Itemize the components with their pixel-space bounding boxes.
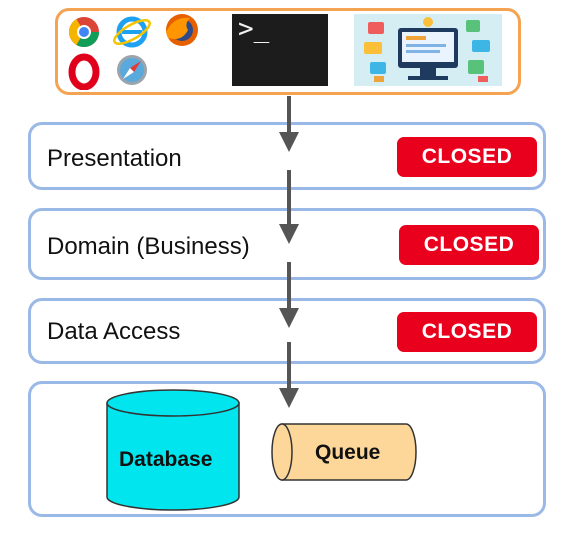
database-label: Database	[119, 448, 213, 471]
queue-cylinder	[271, 423, 417, 481]
chrome-icon	[68, 17, 99, 48]
internet-explorer-icon	[113, 16, 151, 48]
domain-status-badge: CLOSED	[399, 225, 539, 265]
browser-icons	[68, 14, 198, 90]
firefox-icon	[166, 14, 198, 46]
terminal-prompt: >_	[238, 14, 270, 44]
presentation-layer-label: Presentation	[47, 145, 182, 172]
database-cylinder	[106, 389, 240, 511]
data-access-status-badge: CLOSED	[397, 312, 537, 352]
domain-layer-label: Domain (Business)	[47, 233, 250, 260]
safari-icon	[117, 55, 147, 85]
terminal-image: >_	[232, 14, 328, 86]
queue-label: Queue	[315, 441, 381, 464]
web-development-illustration	[354, 14, 502, 86]
data-access-layer-label: Data Access	[47, 318, 181, 345]
presentation-status-badge: CLOSED	[397, 137, 537, 177]
opera-icon	[68, 53, 100, 90]
